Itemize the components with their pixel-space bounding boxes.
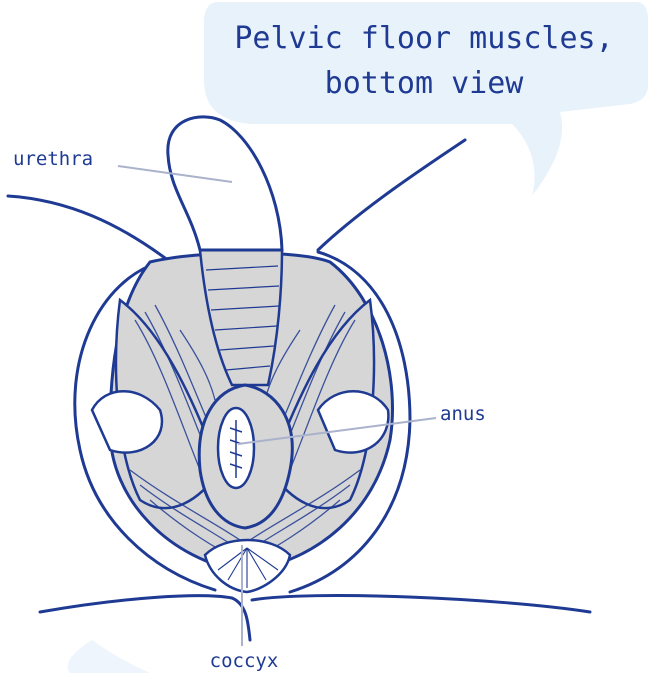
coccyx-structure	[205, 540, 290, 592]
anus-structure	[199, 385, 292, 528]
label-coccyx: coccyx	[210, 650, 279, 672]
label-anus: anus	[440, 403, 486, 425]
title-line-2: bottom view	[325, 66, 525, 101]
title-line-1: Pelvic floor muscles,	[234, 21, 613, 56]
label-urethra: urethra	[13, 148, 93, 170]
